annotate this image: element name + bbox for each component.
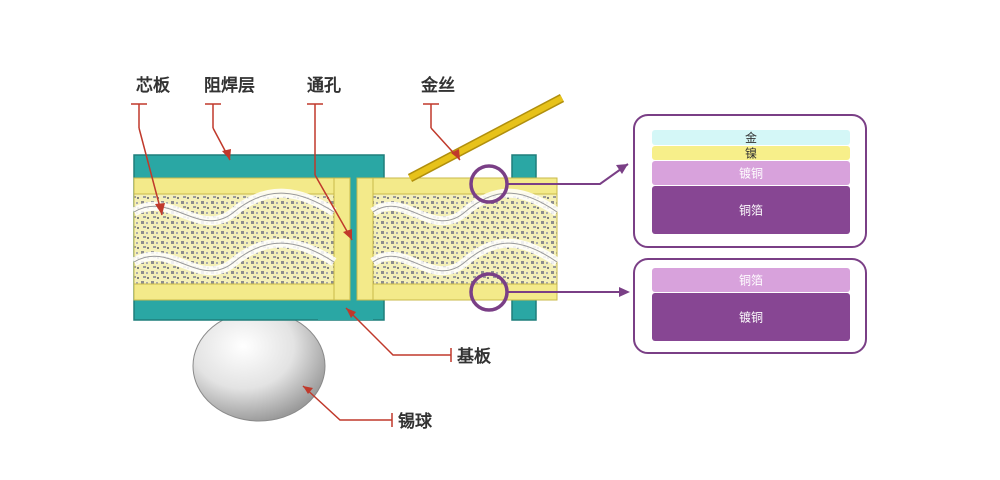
layer-detail_bottom-layers-0: 铜箔 [652, 268, 850, 292]
layer-swatch [652, 186, 850, 234]
solder-ball [192, 310, 326, 422]
gold-wire [407, 94, 565, 182]
layer-swatch [652, 268, 850, 292]
layer-label: 镀铜 [739, 310, 763, 325]
label-substrate: 基板 [456, 346, 492, 367]
label-via: 通孔 [307, 76, 341, 96]
copper-top-right [356, 177, 558, 195]
label-core-board: 芯板 [136, 75, 171, 96]
layer-detail_top-layers-3: 铜箔 [652, 186, 850, 234]
layer-label: 铜箔 [739, 203, 763, 218]
core-board-left [131, 188, 337, 285]
label-solder-mask: 阻焊层 [204, 76, 255, 96]
leader-via [307, 103, 353, 241]
layer-detail_top-layers-1: 镍 [652, 146, 850, 161]
layer-label: 金 [745, 130, 757, 145]
layer-detail_bottom-layers-1: 镀铜 [652, 293, 850, 341]
layer-label: 镀铜 [739, 166, 763, 181]
core-board-right [370, 188, 560, 285]
layer-label: 铜箔 [739, 273, 763, 288]
layer-swatch [652, 146, 850, 160]
label-gold-wire: 金丝 [420, 75, 455, 96]
label-solder-ball: 锡球 [398, 411, 433, 432]
leader-substrate [345, 307, 452, 362]
zoom-arrow-bottom [507, 287, 630, 297]
layer-swatch [652, 293, 850, 341]
copper-bottom-left [133, 283, 351, 301]
layer-swatch [652, 161, 850, 185]
copper-via-wall-left [333, 177, 351, 301]
layer-detail_top-layers-0: 金 [652, 130, 850, 145]
copper-layers-left [133, 177, 351, 301]
leader-core-board [131, 103, 163, 216]
copper-via-wall-right [356, 177, 374, 301]
layer-detail_top-layers-2: 镀铜 [652, 161, 850, 185]
zoom-arrow-top [507, 163, 629, 185]
leader-lines [131, 103, 461, 427]
layer-label: 镍 [745, 147, 757, 161]
leader-solder-ball [302, 385, 393, 427]
leader-arrowheads [155, 149, 460, 394]
layer-swatch [652, 130, 850, 145]
